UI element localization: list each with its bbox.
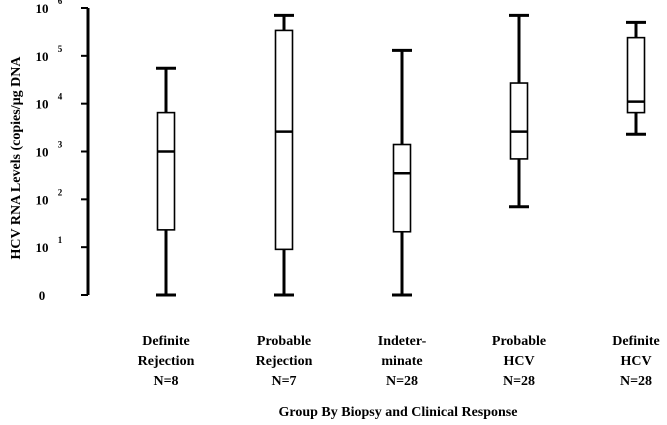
y-tick-exponent: 4 [58, 92, 63, 102]
x-category-label: Probable [492, 334, 546, 349]
x-category-label: Definite [142, 334, 189, 349]
x-category-label: N=8 [153, 374, 178, 389]
y-tick-label: 0 [39, 288, 46, 303]
box-iqr [392, 143, 412, 233]
box-group [274, 13, 294, 297]
box-group [509, 13, 529, 209]
x-category-label: N=28 [386, 374, 418, 389]
y-tick-exponent: 6 [58, 0, 63, 6]
y-tick-exponent: 1 [58, 235, 63, 245]
y-tick-label: 10 [36, 145, 49, 160]
box-iqr [274, 29, 294, 251]
y-tick-labels: 0 10 1 10 2 10 3 10 4 10 5 10 6 [36, 0, 63, 303]
x-category-label: Probable [257, 334, 311, 349]
box-iqr [509, 82, 529, 160]
x-category-label: minate [381, 354, 422, 369]
x-category-label: HCV [620, 354, 651, 369]
x-axis-title: Group By Biopsy and Clinical Response [279, 405, 518, 420]
x-category-label: N=28 [503, 374, 535, 389]
y-tick-label: 10 [36, 1, 49, 16]
x-category-label: HCV [503, 354, 534, 369]
box-series [156, 13, 646, 297]
x-category-label: Rejection [256, 354, 313, 369]
y-tick-label: 10 [36, 97, 49, 112]
y-tick-exponent: 2 [58, 187, 63, 197]
box-iqr [626, 36, 646, 114]
y-tick-label: 10 [36, 49, 49, 64]
y-tick-exponent: 3 [58, 140, 63, 150]
box-group [626, 20, 646, 136]
box-iqr [156, 111, 176, 231]
y-tick-label: 10 [36, 192, 49, 207]
x-category-label: Rejection [138, 354, 195, 369]
box-group [156, 66, 176, 297]
y-axis [81, 7, 90, 296]
y-axis-title: HCV RNA Levels (copies/µg DNA [9, 56, 24, 260]
y-tick-label: 10 [36, 240, 49, 255]
box-group [392, 48, 412, 297]
y-tick-exponent: 5 [58, 44, 63, 54]
x-category-label: N=7 [271, 374, 296, 389]
x-category-label: Indeter- [378, 334, 427, 349]
x-category-label: N=28 [620, 374, 652, 389]
x-category-label: Definite [612, 334, 659, 349]
